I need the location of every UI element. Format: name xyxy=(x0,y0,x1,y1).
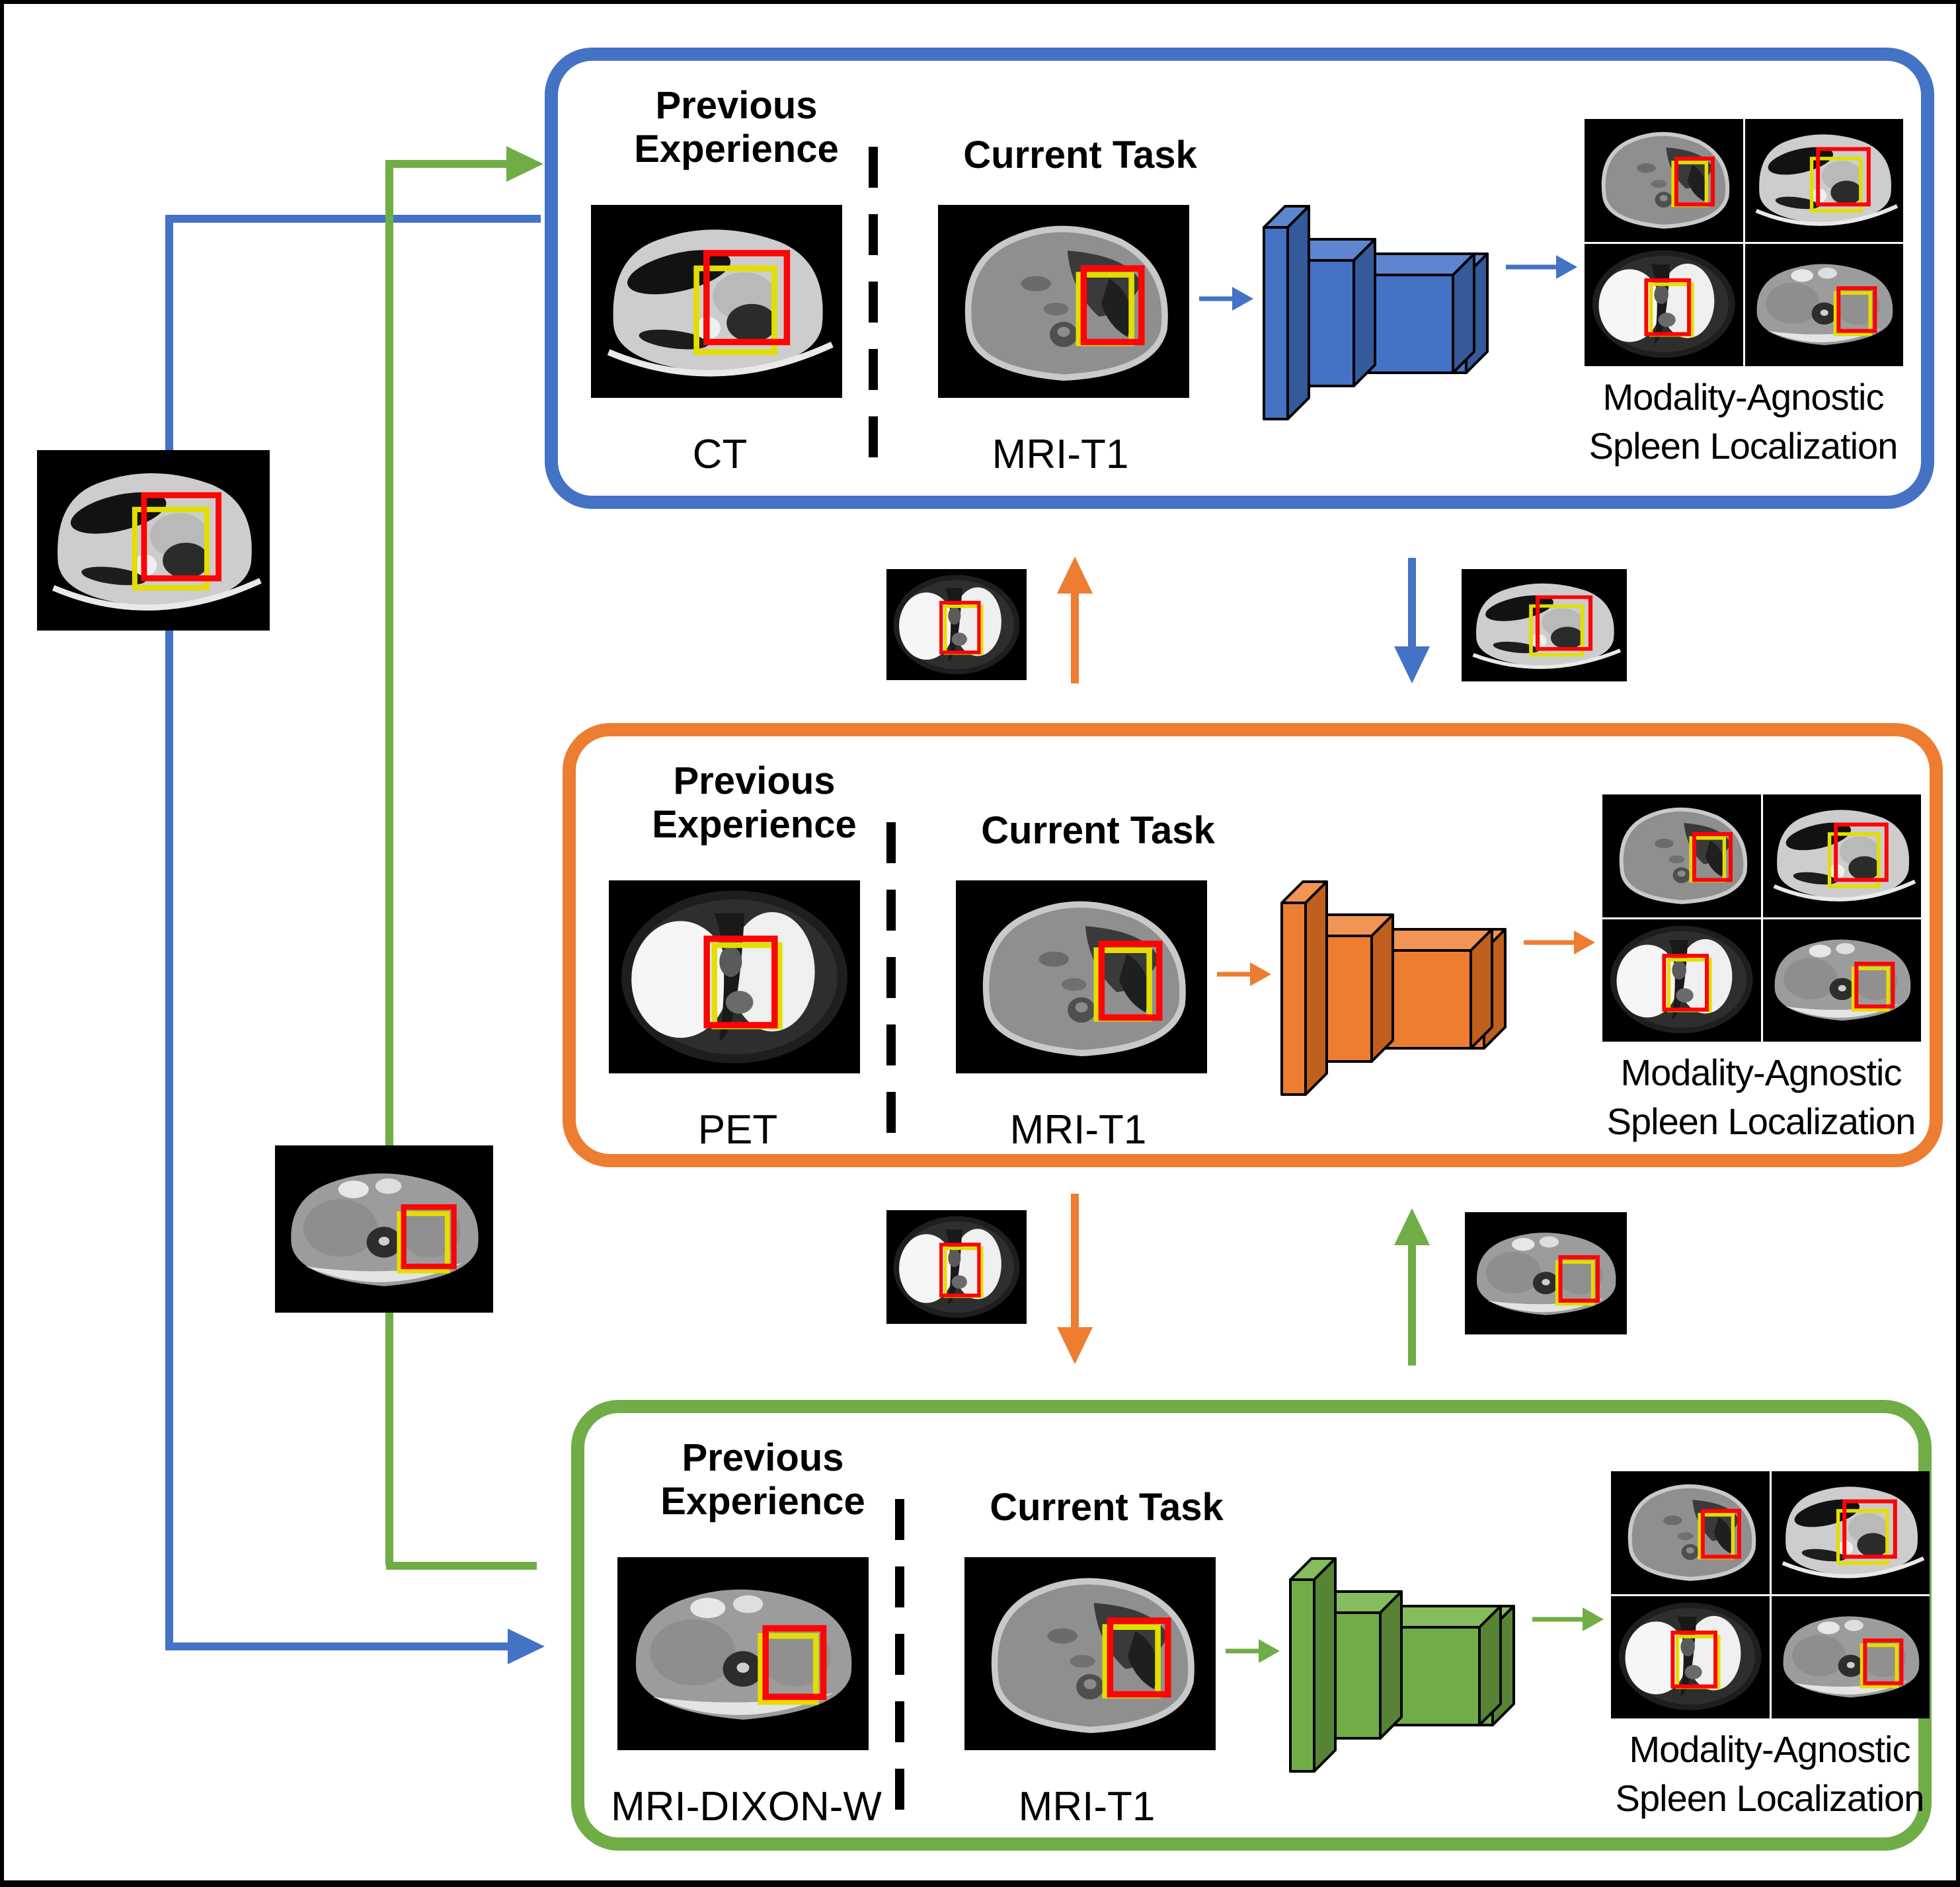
output-cell-mri_t1 xyxy=(1611,1471,1770,1594)
previous-modality-label: MRI-DIXON-W xyxy=(611,1784,882,1829)
network-to-output-arrow xyxy=(1522,927,1596,958)
output-cell-mri_t1 xyxy=(1602,794,1761,917)
scan-dixon-graphic xyxy=(1771,1596,1930,1716)
scan-pet-graphic xyxy=(1585,243,1743,364)
current-modality-label: MRI-T1 xyxy=(1018,1784,1156,1829)
previous-experience-title: Previous Experience xyxy=(652,759,857,846)
previous-experience-scan-image xyxy=(591,205,842,398)
scan-mri_t1-graphic xyxy=(956,880,1207,1073)
output-cell-ct xyxy=(1744,119,1903,242)
output-cell-ct xyxy=(1762,794,1921,917)
scan-ct-graphic xyxy=(591,205,842,398)
transfer-up-arrowhead xyxy=(1394,1208,1430,1245)
input-to-network-arrow xyxy=(1216,958,1273,990)
green-recurrence-line xyxy=(385,160,506,1566)
scan-pet-graphic xyxy=(886,1210,1027,1324)
output-label: Modality-Agnostic Spleen Localization xyxy=(1615,1728,1925,1819)
current-task-title: Current Task xyxy=(990,1486,1224,1529)
current-task-scan-image xyxy=(956,880,1207,1073)
scan-pet-graphic xyxy=(1602,919,1761,1040)
task-panel-ct: Previous Experience Current Task CT MRI-… xyxy=(545,48,1934,509)
scan-ct-graphic xyxy=(37,450,270,631)
cnn-network-3d-icon xyxy=(1286,1553,1522,1778)
scan-mri_t1-graphic xyxy=(938,205,1189,398)
replay-down-arrowhead xyxy=(1057,1327,1093,1364)
current-task-title: Current Task xyxy=(981,809,1215,852)
transfer-ct-thumb xyxy=(1462,569,1627,681)
scan-ct-graphic xyxy=(1771,1471,1930,1592)
scan-dixon-graphic xyxy=(1762,919,1921,1040)
cnn-network-3d-icon xyxy=(1260,201,1495,426)
previous-experience-scan-image xyxy=(617,1557,869,1750)
scan-pet-graphic xyxy=(886,569,1027,680)
scan-mri_t1-graphic xyxy=(964,1557,1216,1750)
output-cell-dixon xyxy=(1744,243,1903,366)
replay-pet-thumb-bottom xyxy=(886,1210,1027,1324)
previous-modality-label: CT xyxy=(692,432,748,477)
task-panel-pet: Previous Experience Current Task PET MRI… xyxy=(563,723,1943,1167)
current-task-scan-image xyxy=(938,205,1189,398)
scan-mri_t1-graphic xyxy=(1585,119,1743,240)
network-to-output-arrow xyxy=(1505,251,1579,283)
output-scan-collage xyxy=(1602,794,1921,1042)
left-loop-ct-thumb xyxy=(37,450,270,631)
blue-recurrence-arrowhead xyxy=(508,1629,545,1664)
scan-dixon-graphic xyxy=(1465,1212,1627,1334)
output-cell-dixon xyxy=(1762,919,1921,1042)
panel-dashed-divider xyxy=(895,1499,904,1829)
previous-experience-scan-image xyxy=(609,880,860,1073)
scan-mri_t1-graphic xyxy=(1611,1471,1770,1592)
output-scan-collage xyxy=(1585,119,1903,366)
output-cell-dixon xyxy=(1771,1596,1930,1718)
panel-dashed-divider xyxy=(869,147,878,477)
previous-modality-label: PET xyxy=(697,1107,778,1153)
output-label: Modality-Agnostic Spleen Localization xyxy=(1606,1052,1916,1142)
output-cell-mri_t1 xyxy=(1585,119,1743,242)
panel-dashed-divider xyxy=(886,822,896,1153)
replay-pet-thumb-top xyxy=(886,569,1027,680)
network-to-output-arrow xyxy=(1531,1603,1605,1635)
scan-dixon-graphic xyxy=(617,1557,869,1750)
current-task-title: Current Task xyxy=(963,134,1197,176)
previous-experience-title: Previous Experience xyxy=(634,84,839,171)
output-cell-ct xyxy=(1771,1471,1930,1594)
input-to-network-arrow xyxy=(1224,1635,1281,1667)
scan-ct-graphic xyxy=(1744,119,1903,240)
scan-dixon-graphic xyxy=(1744,243,1903,364)
scan-pet-graphic xyxy=(609,880,860,1073)
transfer-dixon-thumb xyxy=(1465,1212,1627,1334)
scan-mri_t1-graphic xyxy=(1602,794,1761,915)
output-label: Modality-Agnostic Spleen Localization xyxy=(1588,376,1899,467)
current-task-scan-image xyxy=(964,1557,1216,1750)
connector-lines-layer xyxy=(165,146,1430,1664)
green-recurrence-arrowhead xyxy=(506,146,543,182)
output-cell-pet xyxy=(1611,1596,1770,1718)
scan-ct-graphic xyxy=(1462,569,1627,681)
cnn-network-3d-icon xyxy=(1278,876,1513,1101)
transfer-down-arrowhead xyxy=(1394,646,1430,683)
input-to-network-arrow xyxy=(1198,283,1255,315)
scan-dixon-graphic xyxy=(275,1145,493,1313)
replay-up-arrowhead xyxy=(1057,557,1093,594)
output-cell-pet xyxy=(1602,919,1761,1042)
output-scan-collage xyxy=(1611,1471,1930,1718)
blue-recurrence-line xyxy=(165,215,541,1650)
left-loop-dixon-thumb xyxy=(275,1145,493,1313)
current-modality-label: MRI-T1 xyxy=(992,432,1129,477)
scan-ct-graphic xyxy=(1762,794,1921,915)
scan-pet-graphic xyxy=(1611,1596,1770,1716)
output-cell-pet xyxy=(1585,243,1743,366)
previous-experience-title: Previous Experience xyxy=(660,1436,865,1523)
current-modality-label: MRI-T1 xyxy=(1009,1107,1147,1153)
task-panel-dixon: Previous Experience Current Task MRI-DIX… xyxy=(571,1400,1932,1851)
